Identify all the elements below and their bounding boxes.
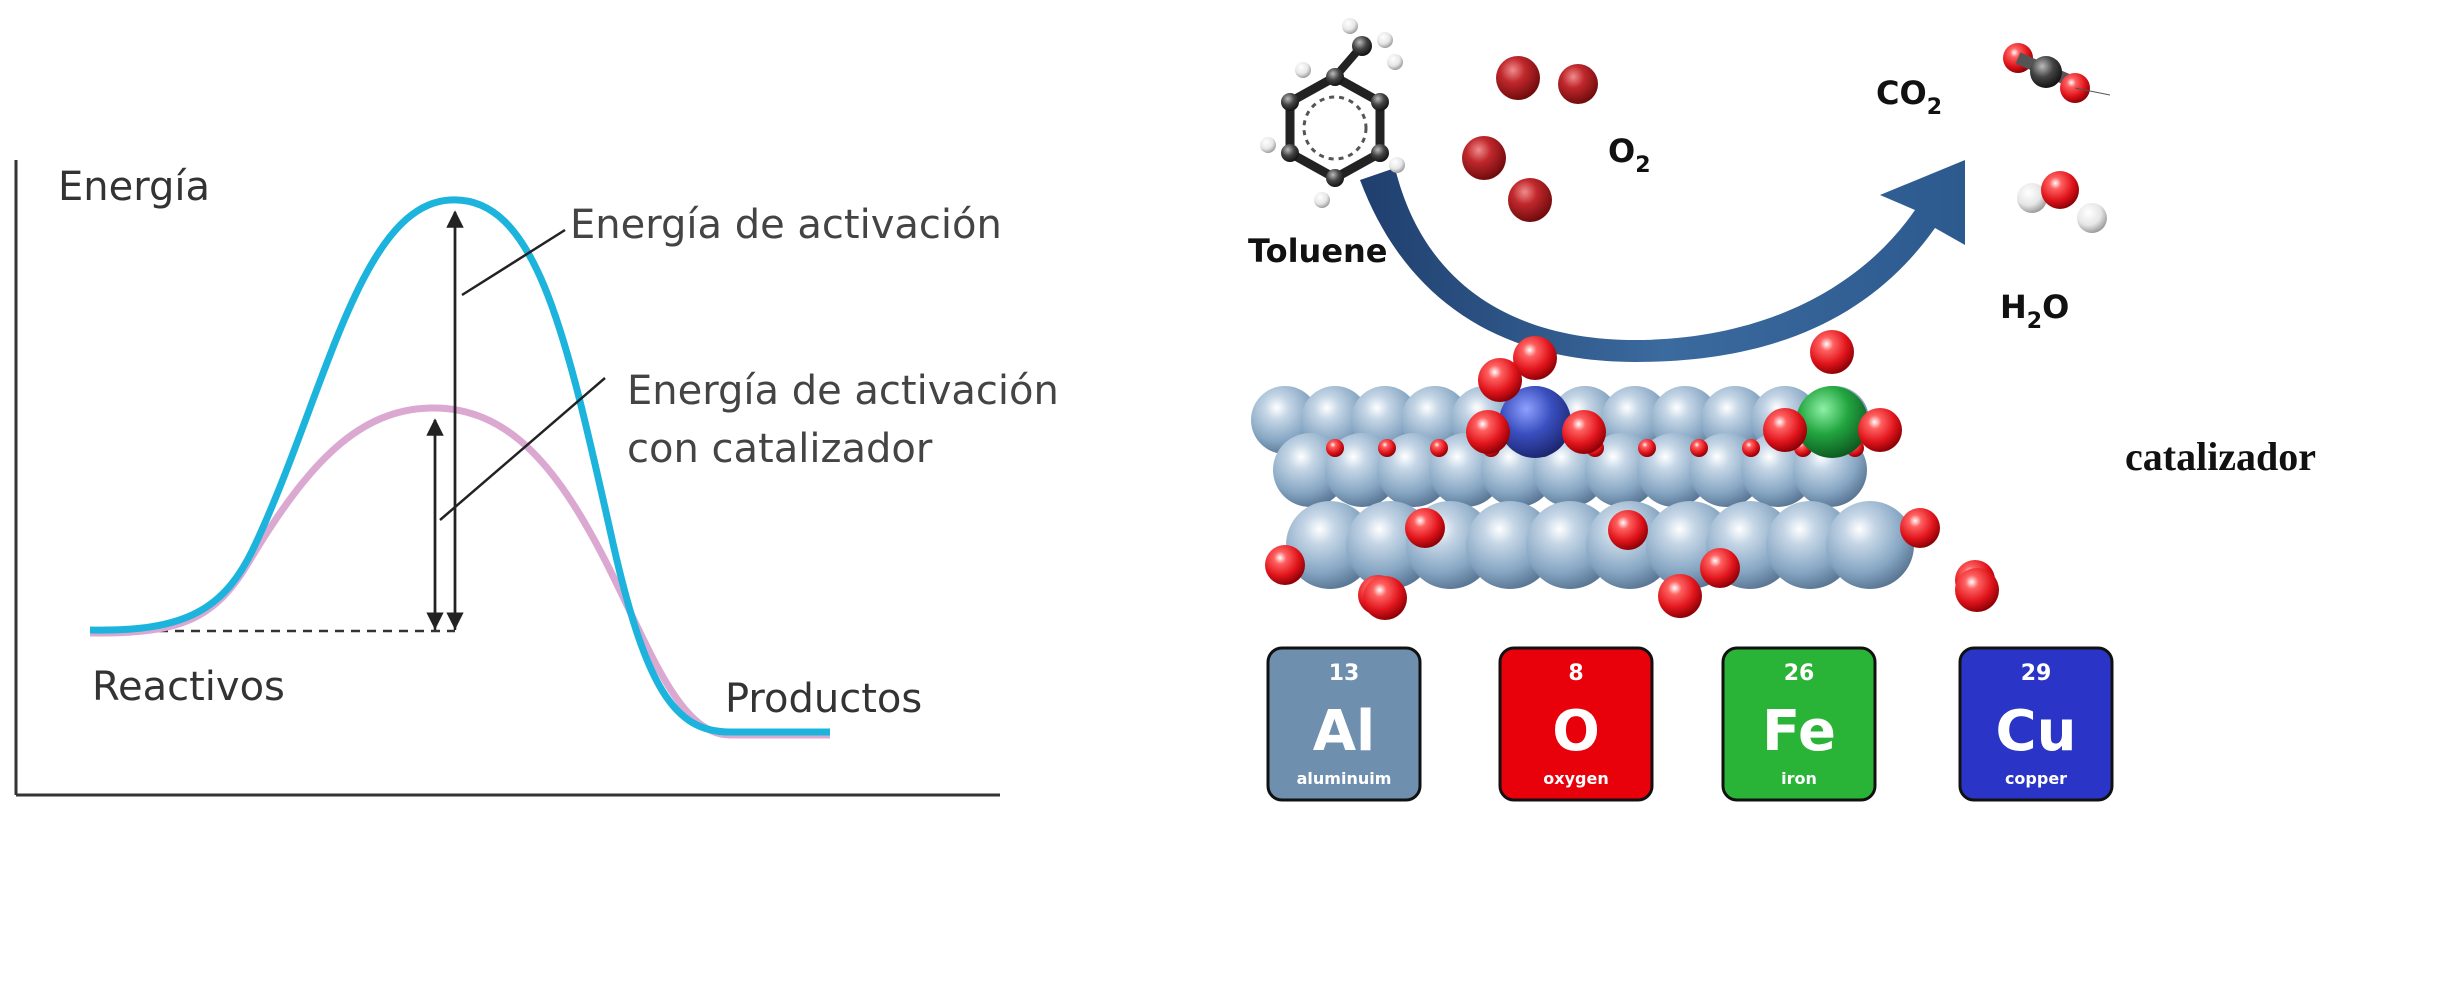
- products-label: Productos: [725, 676, 922, 722]
- copper-site-oxygen-atom: [1513, 336, 1557, 380]
- element-tile-background: [1498, 646, 1654, 802]
- copper-site-atom: [1499, 386, 1571, 458]
- surface-oxygen-atom: [1608, 510, 1648, 550]
- oxygen-formula: O2: [1608, 132, 1651, 178]
- catalyzed-activation-label-line2: con catalizador: [627, 426, 933, 472]
- surface-oxygen-atom: [1900, 508, 1940, 548]
- surface-oxygen-atom: [1430, 439, 1448, 457]
- element-name: iron: [1781, 769, 1817, 788]
- co2-formula: CO2: [1876, 74, 1942, 120]
- surface-oxygen-atom: [1363, 576, 1407, 620]
- element-name: copper: [2005, 769, 2067, 788]
- surface-oxygen-atom: [1700, 548, 1740, 588]
- iron-site-oxygen-atom: [1810, 330, 1854, 374]
- toluene-molecule: [1260, 18, 1405, 208]
- element-symbol: Cu: [1996, 699, 2077, 764]
- surface-oxygen-atom: [1378, 439, 1396, 457]
- element-name: aluminuim: [1297, 769, 1392, 788]
- surface-oxygen-atom: [1658, 574, 1702, 618]
- surface-oxygen-atom: [1265, 545, 1305, 585]
- surface-oxygen-atom: [1326, 439, 1344, 457]
- reactants-label: Reactivos: [92, 664, 285, 710]
- iron-site-oxygen-atom: [1763, 408, 1807, 452]
- iron-site-oxygen-atom: [1858, 408, 1902, 452]
- catalyst-surface: [1251, 330, 1999, 620]
- surface-oxygen-atom: [1638, 439, 1656, 457]
- element-tile-background: [1266, 646, 1422, 802]
- element-atomic-number: 13: [1329, 661, 1360, 686]
- reaction-arrow: [1360, 160, 1965, 362]
- co2-molecule: [2003, 43, 2111, 103]
- copper-site-oxygen-atom: [1466, 410, 1510, 454]
- toluene-label: Toluene: [1248, 232, 1388, 270]
- surface-oxygen-atom: [1690, 439, 1708, 457]
- element-atomic-number: 8: [1568, 661, 1583, 686]
- element-tile-background: [1721, 646, 1877, 802]
- element-symbol: Fe: [1762, 699, 1836, 764]
- surface-oxygen-atom: [1742, 439, 1760, 457]
- element-symbol: Al: [1313, 699, 1376, 764]
- surface-oxygen-atom: [1955, 568, 1999, 612]
- activation-energy-label: Energía de activación: [570, 202, 1002, 248]
- catalyzed-leader-line: [439, 377, 606, 521]
- surface-atom: [1826, 501, 1914, 589]
- element-atomic-number: 26: [1784, 661, 1815, 686]
- element-atomic-number: 29: [2021, 661, 2052, 686]
- oxygen-molecules: [1462, 56, 1598, 222]
- catalyzed-activation-label-line1: Energía de activación: [627, 368, 1059, 414]
- copper-site-oxygen-atom: [1478, 358, 1522, 402]
- copper-site-oxygen-atom: [1562, 410, 1606, 454]
- activation-leader-line: [461, 228, 566, 297]
- reaction-scheme: Toluene O2 CO2 H2O catalizador: [1248, 18, 2316, 620]
- element-tile-background: [1958, 646, 2114, 802]
- iron-site-atom: [1796, 386, 1868, 458]
- surface-oxygen-atom: [1405, 508, 1445, 548]
- water-molecule: [2017, 171, 2107, 233]
- water-formula: H2O: [2000, 288, 2069, 334]
- element-symbol: O: [1552, 699, 1600, 764]
- y-axis-label: Energía: [58, 164, 210, 210]
- uncatalyzed-energy-curve: [89, 196, 830, 736]
- energy-diagram: Energía Energía de activación Energía de…: [14, 160, 1059, 797]
- element-name: oxygen: [1543, 769, 1608, 788]
- catalyst-label: catalizador: [2125, 434, 2316, 479]
